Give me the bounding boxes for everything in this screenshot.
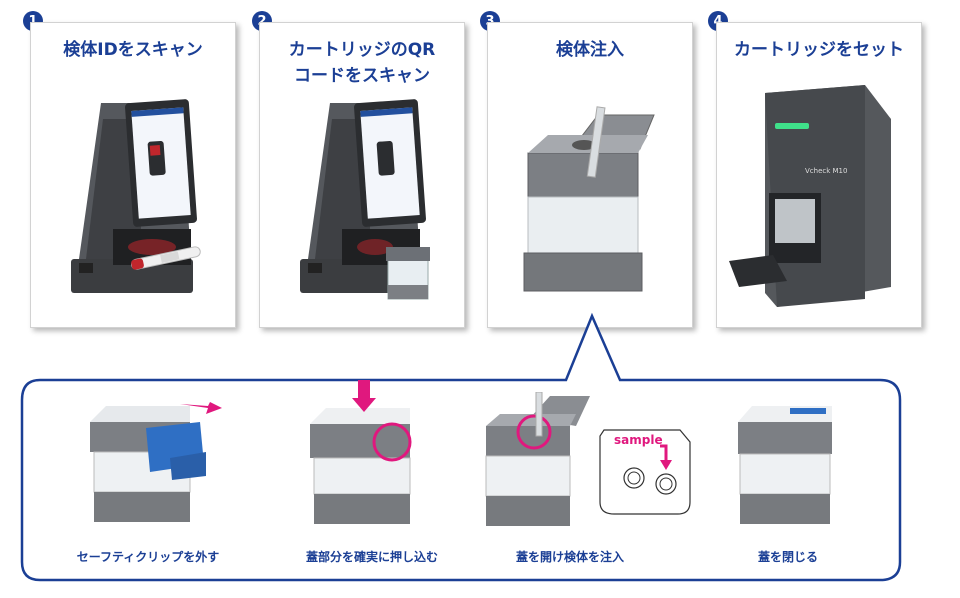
cartridge-injection-illustration: [523, 106, 655, 292]
step-title-3: 検体注入: [556, 40, 624, 60]
analyzer-device-illustration: Vcheck M10: [729, 85, 891, 307]
step-title-2: カートリッジのQR コードをスキャン: [288, 40, 436, 86]
step-card-3: 検体注入: [487, 22, 693, 328]
substep-label-remove-clip: セーフティクリップを外す: [76, 550, 220, 564]
cartridge-open-lid-illustration: [485, 392, 590, 526]
cartridge-press-lid-illustration: [310, 380, 412, 524]
cartridge-with-clip-illustration: [90, 402, 222, 522]
scanner-kiosk-illustration: [71, 99, 201, 293]
device-name-label: Vcheck M10: [805, 167, 847, 175]
substep-label-inject-sample: 蓋を開け検体を注入: [515, 550, 624, 564]
step-card-2: カートリッジのQR コードをスキャン: [259, 22, 465, 328]
cartridge-closed-illustration: [738, 406, 832, 524]
sample-label: sample: [614, 433, 663, 447]
step-card-4: カートリッジをセット Vcheck M10: [716, 22, 922, 328]
step-title-4: カートリッジをセット: [734, 40, 904, 60]
step-title-1: 検体IDをスキャン: [63, 40, 203, 60]
substep-label-press-lid: 蓋部分を確実に押し込む: [305, 550, 438, 564]
substep-label-close-lid: 蓋を閉じる: [757, 550, 818, 564]
scanner-kiosk-cartridge-illustration: [300, 99, 430, 300]
step-card-1: 検体IDをスキャン: [30, 22, 236, 328]
sample-port-diagram: sample: [599, 429, 691, 515]
